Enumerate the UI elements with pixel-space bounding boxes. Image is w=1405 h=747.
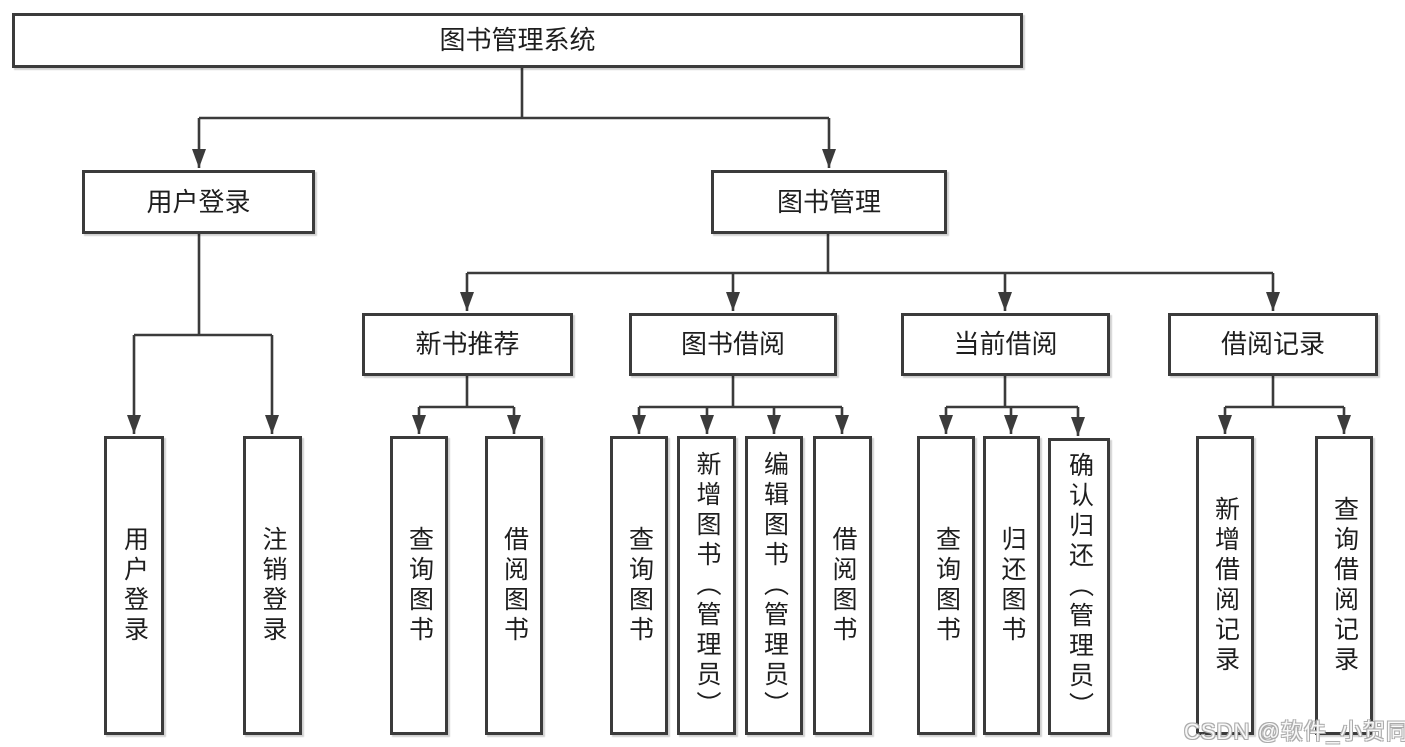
node-book-borrow-label: 图书借阅 [680, 329, 785, 360]
node-book-management-label: 图书管理 [776, 186, 881, 217]
node-borrow-records: 借阅记录 [1168, 313, 1378, 376]
leaf-add-books-admin: 新增图书（管理员） [677, 436, 736, 735]
leaf-query-books-under-new-label: 查询图书 [405, 525, 434, 646]
leaf-edit-books-admin: 编辑图书（管理员） [745, 436, 803, 735]
leaf-borrow-books-under-new-label: 借阅图书 [500, 525, 529, 646]
leaf-query-borrow-record-label: 查询借阅记录 [1330, 495, 1359, 676]
leaf-user-login: 用户登录 [104, 436, 164, 735]
leaf-return-books-label: 归还图书 [998, 525, 1026, 646]
leaf-query-borrow-record: 查询借阅记录 [1315, 436, 1373, 735]
leaf-borrow-books-under-borrow: 借阅图书 [813, 436, 872, 735]
leaf-logout-login: 注销登录 [243, 436, 302, 735]
node-user-login-label: 用户登录 [146, 186, 251, 217]
leaf-confirm-return-admin: 确认归还（管理员） [1048, 438, 1110, 735]
node-book-management: 图书管理 [711, 170, 947, 234]
leaf-logout-login-label: 注销登录 [259, 525, 287, 646]
leaf-borrow-books-under-borrow-label: 借阅图书 [829, 525, 857, 646]
leaf-add-borrow-record: 新增借阅记录 [1196, 436, 1254, 735]
leaf-query-books-under-borrow-label: 查询图书 [625, 525, 654, 646]
leaf-confirm-return-admin-label: 确认归还（管理员） [1065, 451, 1094, 722]
node-new-book-recommend-label: 新书推荐 [415, 329, 520, 360]
leaf-add-borrow-record-label: 新增借阅记录 [1211, 495, 1240, 676]
leaf-user-login-label: 用户登录 [120, 525, 149, 646]
watermark-text: CSDN @软件_小贺同学 [1184, 719, 1405, 744]
node-new-book-recommend: 新书推荐 [362, 313, 573, 376]
leaf-query-books-under-borrow: 查询图书 [610, 436, 668, 735]
node-root-label: 图书管理系统 [439, 25, 596, 56]
leaf-return-books: 归还图书 [983, 436, 1040, 735]
node-current-borrow: 当前借阅 [901, 313, 1110, 376]
node-borrow-records-label: 借阅记录 [1220, 329, 1325, 360]
leaf-query-books-under-current-label: 查询图书 [932, 525, 961, 646]
leaf-edit-books-admin-label: 编辑图书（管理员） [760, 450, 789, 721]
leaf-borrow-books-under-new: 借阅图书 [485, 436, 543, 735]
node-book-borrow: 图书借阅 [629, 313, 837, 376]
node-current-borrow-label: 当前借阅 [953, 329, 1058, 360]
leaf-query-books-under-new: 查询图书 [390, 436, 448, 735]
leaf-add-books-admin-label: 新增图书（管理员） [693, 450, 721, 721]
node-user-login: 用户登录 [82, 170, 315, 234]
connector-trunks [134, 68, 1344, 409]
connector-arrows [127, 118, 1351, 436]
node-root: 图书管理系统 [12, 13, 1023, 68]
leaf-query-books-under-current: 查询图书 [917, 436, 975, 735]
